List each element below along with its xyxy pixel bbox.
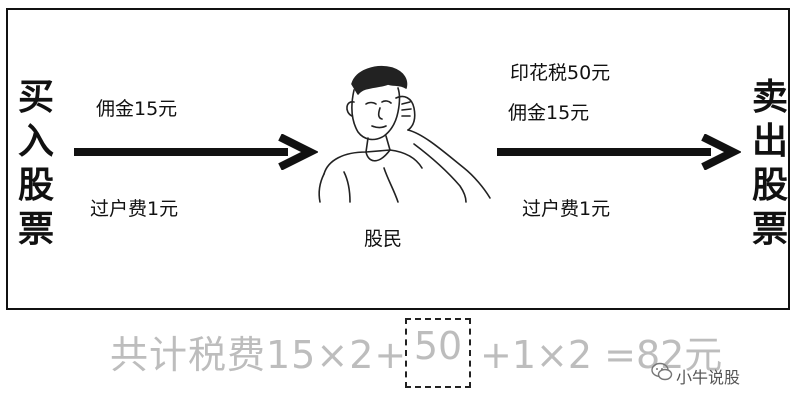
buy-char-3: 股 [17,165,54,206]
sell-arrow-icon [497,134,741,170]
sell-char-1: 卖 [751,77,788,118]
buy-char-4: 票 [17,209,54,250]
sell-char-2: 出 [751,121,788,162]
sell-char-3: 股 [751,165,788,206]
buy-char-2: 入 [17,121,54,162]
formula-suffix: +1×2 =82元 [480,333,723,377]
wechat-icon [651,362,673,381]
diagram-frame [6,8,790,310]
formula-prefix: 共计税费15×2+ [110,333,408,377]
sell-char-4: 票 [751,209,788,250]
buy-transfer-fee-label: 过户费1元 [90,198,179,220]
sell-stamp-tax-label: 印花税50元 [510,62,611,84]
sell-transfer-fee-label: 过户费1元 [522,198,611,220]
investor-phone-icon [318,66,491,203]
sell-commission-label: 佣金15元 [508,102,590,124]
buy-stock-vertical-label: 买 入 股 票 [14,76,58,252]
highlight-dashed-box [405,318,471,388]
buy-char-1: 买 [17,77,54,118]
buy-arrow-icon [74,134,318,170]
buy-commission-label: 佣金15元 [96,98,178,120]
sell-stock-vertical-label: 卖 出 股 票 [748,76,792,252]
watermark-text: 小牛说股 [676,368,741,387]
formula-boxed-value: 50 [413,324,463,368]
investor-label: 股民 [364,228,403,250]
